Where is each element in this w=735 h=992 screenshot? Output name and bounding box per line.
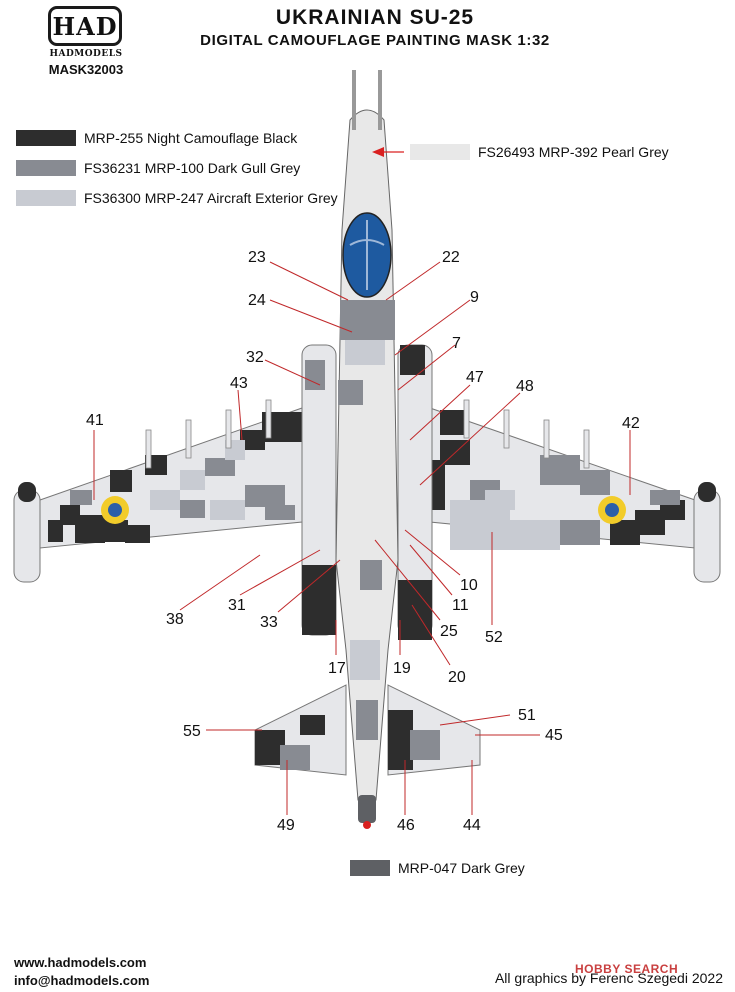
left-wingtip-pod <box>13 482 41 583</box>
product-code: MASK32003 <box>48 62 124 77</box>
legend-label: FS36231 MRP-100 Dark Gull Grey <box>84 160 301 176</box>
email-link[interactable]: info@hadmodels.com <box>14 973 150 988</box>
callout-41: 41 <box>86 412 104 429</box>
callout-32: 32 <box>246 349 264 366</box>
callout-42: 42 <box>622 415 640 432</box>
logo-subtext: HADMODELS <box>49 49 123 59</box>
swatch-black <box>16 130 76 146</box>
legend-item-dark-grey: MRP-047 Dark Grey <box>350 860 525 876</box>
legend-item-black: MRP-255 Night Camouflage Black <box>16 130 297 146</box>
tail-cone <box>358 795 376 823</box>
swatch-dark-gull-grey <box>16 160 76 176</box>
legend-label: FS36300 MRP-247 Aircraft Exterior Grey <box>84 190 338 206</box>
had-logo: HAD <box>48 6 122 46</box>
callout-47: 47 <box>466 369 484 386</box>
credit-text: All graphics by Ferenc Szegedi 2022 <box>494 970 723 986</box>
callout-51: 51 <box>518 707 536 724</box>
legend-item-aircraft-exterior-grey: FS36300 MRP-247 Aircraft Exterior Grey <box>16 190 338 206</box>
callout-45: 45 <box>545 727 563 744</box>
callout-11: 11 <box>452 597 469 614</box>
callout-17: 17 <box>328 660 346 677</box>
callout-20: 20 <box>448 669 466 686</box>
callout-38: 38 <box>166 611 184 628</box>
legend-label: FS26493 MRP-392 Pearl Grey <box>478 144 669 160</box>
callout-24: 24 <box>248 292 266 309</box>
callout-7: 7 <box>452 335 461 352</box>
swatch-aircraft-exterior-grey <box>16 190 76 206</box>
right-roundel <box>598 496 626 524</box>
left-roundel <box>101 496 129 524</box>
leader-lines <box>93 261 631 815</box>
callout-9: 9 <box>470 289 479 306</box>
legend-item-pearl-grey: FS26493 MRP-392 Pearl Grey <box>410 144 669 160</box>
callout-31: 31 <box>228 597 246 614</box>
left-engine-nacelle <box>301 344 337 636</box>
callout-33: 33 <box>260 614 278 631</box>
nose-arrow-icon <box>372 147 384 157</box>
callout-10: 10 <box>460 577 478 594</box>
watermark-text: HOBBY SEARCH <box>575 962 679 976</box>
legend-label: MRP-255 Night Camouflage Black <box>84 130 298 146</box>
callout-46: 46 <box>397 817 415 834</box>
callout-25: 25 <box>440 623 458 640</box>
swatch-pearl-grey <box>410 144 470 160</box>
callout-55: 55 <box>183 723 201 740</box>
callout-52: 52 <box>485 629 503 646</box>
left-tailplane <box>254 684 347 776</box>
website-link[interactable]: www.hadmodels.com <box>14 955 147 970</box>
pylons <box>145 399 590 469</box>
callout-22: 22 <box>442 249 460 266</box>
right-tailplane <box>387 684 481 776</box>
callout-23: 23 <box>248 249 266 266</box>
callout-44: 44 <box>463 817 481 834</box>
legend-label: MRP-047 Dark Grey <box>398 860 525 876</box>
callout-numbers: 23 22 24 9 32 7 43 47 48 41 42 10 11 25 … <box>86 249 640 834</box>
legend-item-dark-gull-grey: FS36231 MRP-100 Dark Gull Grey <box>16 160 300 176</box>
callout-43: 43 <box>230 375 248 392</box>
swatch-dark-grey <box>350 860 390 876</box>
callout-48: 48 <box>516 378 534 395</box>
page-subtitle: DIGITAL CAMOUFLAGE PAINTING MASK 1:32 <box>200 32 550 49</box>
callout-19: 19 <box>393 660 411 677</box>
callout-49: 49 <box>277 817 295 834</box>
right-wingtip-pod <box>693 482 721 583</box>
right-engine-nacelle <box>397 344 433 640</box>
left-wing <box>39 407 303 549</box>
tail-light-icon <box>363 821 371 829</box>
page-title: UKRAINIAN SU-25 <box>275 6 475 29</box>
